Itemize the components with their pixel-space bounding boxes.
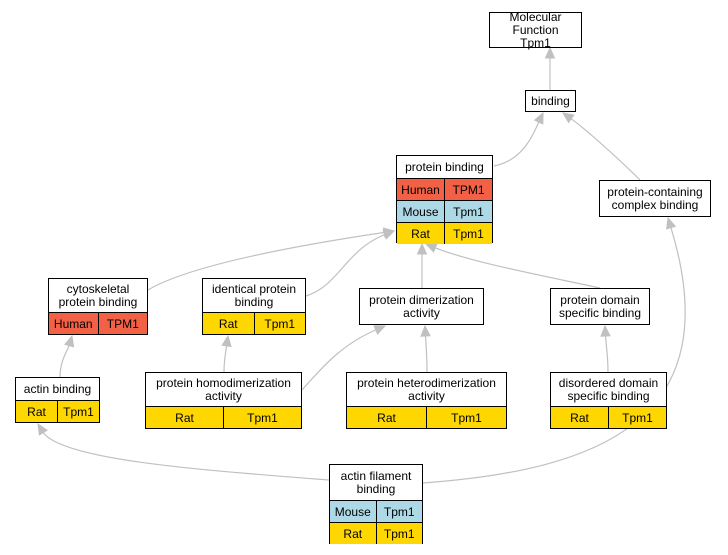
edge-protein-domain-specific-binding-to-protein-binding bbox=[434, 246, 601, 289]
gene-cell: Tpm1 bbox=[375, 523, 423, 544]
species-cell: Rat bbox=[27, 404, 46, 419]
species-row-human: Human TPM1 bbox=[49, 312, 147, 334]
gene-cell: Tpm1 bbox=[253, 313, 306, 334]
node-title: cytoskeletal protein binding bbox=[58, 281, 138, 309]
arrowhead-icon bbox=[544, 46, 556, 59]
node-protein-homodimerization-activity[interactable]: protein homodimerization activity Rat Tp… bbox=[145, 372, 302, 429]
species-row-rat: Rat Tpm1 bbox=[397, 222, 492, 244]
node-protein-binding[interactable]: protein binding Human TPM1 Mouse Tpm1 Ra… bbox=[396, 155, 493, 244]
species-row-mouse: Mouse Tpm1 bbox=[330, 500, 422, 522]
node-protein-heterodimerization-activity[interactable]: protein heterodimerization activity Rat … bbox=[346, 372, 507, 429]
gene-cell: Tpm1 bbox=[57, 401, 99, 422]
node-title: disordered domain specific binding bbox=[558, 375, 659, 403]
species-row-rat: Rat Tpm1 bbox=[146, 406, 301, 428]
node-actin-filament-binding[interactable]: actin filament binding Mouse Tpm1 Rat Tp… bbox=[329, 464, 423, 544]
species-row-rat: Rat Tpm1 bbox=[347, 406, 506, 428]
arrowhead-icon bbox=[64, 334, 75, 348]
node-binding[interactable]: binding bbox=[525, 90, 576, 112]
node-disordered-domain-specific-binding[interactable]: disordered domain specific binding Rat T… bbox=[550, 372, 667, 429]
edge-protein-containing-complex-binding-to-binding bbox=[570, 117, 641, 181]
gene-cell: Tpm1 bbox=[223, 407, 301, 428]
species-cell: Rat bbox=[377, 410, 396, 425]
species-cell: Rat bbox=[343, 526, 363, 541]
arrowhead-icon bbox=[562, 112, 575, 124]
species-row-mouse: Mouse Tpm1 bbox=[397, 200, 492, 222]
species-cell: Human bbox=[401, 182, 440, 197]
gene-cell: TPM1 bbox=[97, 313, 148, 334]
arrowhead-icon bbox=[382, 229, 396, 240]
node-title: protein-containing complex binding bbox=[607, 184, 703, 212]
edge-actin-filament-binding-to-protein-containing-complex-binding bbox=[422, 226, 686, 484]
node-protein-containing-complex-binding[interactable]: protein-containing complex binding bbox=[599, 180, 711, 217]
edge-protein-homodimerization-activity-to-identical-protein-binding bbox=[223, 344, 228, 373]
edge-protein-binding-to-binding bbox=[493, 120, 540, 167]
edge-cytoskeletal-protein-binding-to-protein-binding bbox=[147, 231, 386, 291]
species-cell: Human bbox=[53, 316, 93, 331]
arrowhead-icon bbox=[37, 422, 48, 436]
node-identical-protein-binding[interactable]: identical protein binding Rat Tpm1 bbox=[202, 278, 306, 335]
gene-cell: Tpm1 bbox=[608, 407, 666, 428]
arrowhead-icon bbox=[600, 324, 611, 337]
edge-actin-binding-to-cytoskeletal-protein-binding bbox=[59, 344, 71, 378]
node-title: protein binding bbox=[405, 159, 484, 174]
node-protein-domain-specific-binding[interactable]: protein domain specific binding bbox=[550, 288, 650, 325]
species-row-rat: Rat Tpm1 bbox=[330, 522, 422, 544]
node-title: actin binding bbox=[23, 381, 92, 396]
species-cell: Rat bbox=[175, 410, 194, 425]
gene-cell: Tpm1 bbox=[426, 407, 506, 428]
gene-cell: Tpm1 bbox=[444, 201, 492, 222]
species-cell: Rat bbox=[570, 410, 589, 425]
node-protein-dimerization-activity[interactable]: protein dimerization activity bbox=[359, 288, 484, 325]
node-title: actin filament binding bbox=[340, 468, 412, 496]
arrowhead-icon bbox=[424, 243, 438, 253]
node-title: protein dimerization activity bbox=[369, 292, 474, 320]
edge-actin-filament-binding-to-actin-binding bbox=[42, 431, 330, 481]
node-title: binding bbox=[531, 93, 570, 108]
node-molecular-function[interactable]: Molecular Function Tpm1 bbox=[489, 9, 582, 50]
arrowhead-icon bbox=[420, 324, 431, 337]
species-row-human: Human TPM1 bbox=[397, 178, 492, 200]
node-cytoskeletal-protein-binding[interactable]: cytoskeletal protein binding Human TPM1 bbox=[48, 278, 148, 335]
gene-cell: Tpm1 bbox=[444, 223, 492, 244]
arrowhead-icon bbox=[416, 242, 428, 255]
edge-protein-homodimerization-activity-to-protein-dimerization-activity bbox=[301, 328, 377, 391]
species-cell: Rat bbox=[218, 316, 238, 331]
species-row-rat: Rat Tpm1 bbox=[203, 312, 305, 334]
node-title: protein heterodimerization activity bbox=[357, 375, 496, 403]
species-row-rat: Rat Tpm1 bbox=[16, 400, 99, 422]
edge-protein-heterodimerization-activity-to-protein-dimerization-activity bbox=[424, 334, 428, 373]
species-row-rat: Rat Tpm1 bbox=[551, 406, 666, 428]
species-cell: Mouse bbox=[402, 204, 439, 219]
arrowhead-icon bbox=[666, 216, 677, 230]
species-cell: Rat bbox=[411, 226, 430, 241]
node-actin-binding[interactable]: actin binding Rat Tpm1 bbox=[15, 377, 100, 423]
arrowhead-icon bbox=[221, 334, 232, 348]
species-cell: Mouse bbox=[334, 504, 371, 519]
node-title: identical protein binding bbox=[211, 281, 297, 309]
node-title: protein domain specific binding bbox=[558, 292, 642, 320]
gene-cell: Tpm1 bbox=[375, 501, 423, 522]
gene-cell: TPM1 bbox=[444, 179, 492, 200]
node-title: Molecular Function Tpm1 bbox=[509, 9, 562, 50]
arrowhead-icon bbox=[373, 325, 387, 335]
arrowhead-icon bbox=[533, 111, 544, 125]
node-title: protein homodimerization activity bbox=[156, 375, 291, 403]
edge-disordered-domain-specific-binding-to-protein-domain-specific-binding bbox=[604, 334, 609, 373]
edge-identical-protein-binding-to-protein-binding bbox=[305, 233, 386, 297]
